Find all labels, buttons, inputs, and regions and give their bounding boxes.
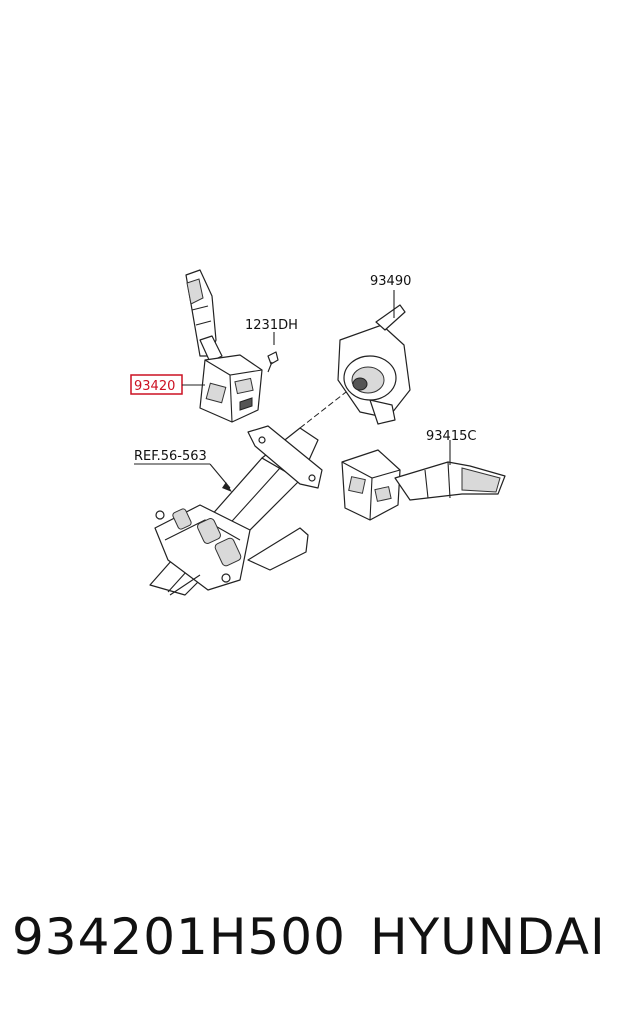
brand-name: HYUNDAI [370, 908, 606, 966]
switch-93420 [185, 269, 263, 423]
svg-text:93490: 93490 [370, 274, 411, 289]
svg-text:93420: 93420 [134, 379, 175, 394]
screw-1231DH: 1231DH [245, 318, 298, 373]
footer: 934201H500 HYUNDAI [0, 900, 620, 980]
ref-label: REF.56-563 [134, 449, 232, 492]
steering-column [149, 425, 323, 596]
svg-text:1231DH: 1231DH [245, 318, 298, 333]
svg-text:REF.56-563: REF.56-563 [134, 449, 207, 464]
part-number: 934201H500 [12, 908, 346, 966]
svg-text:93415C: 93415C [426, 429, 476, 444]
switch-93415C: 93415C [341, 429, 506, 521]
clock-spring-93490: 93490 [337, 274, 411, 425]
label-93420: 93420 [130, 374, 205, 395]
